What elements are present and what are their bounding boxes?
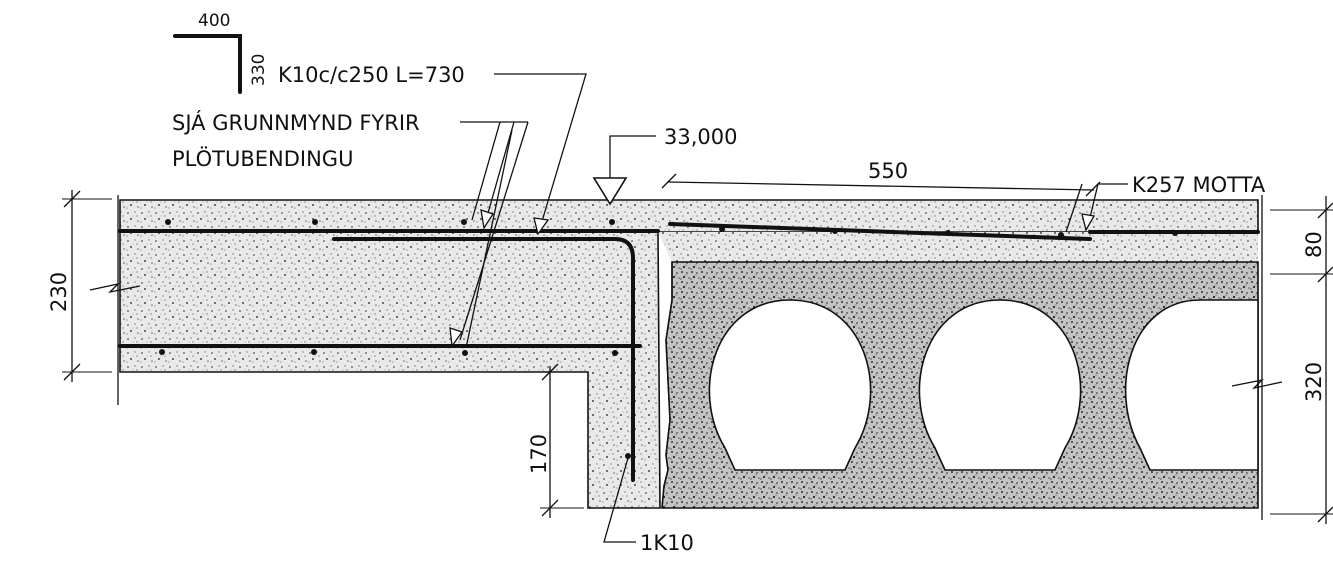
hollowcore-void-2 (918, 299, 1082, 471)
mesh-arrow (1081, 213, 1096, 232)
mesh-leader-2 (1065, 183, 1083, 233)
bend-height-label: 330 (249, 54, 269, 86)
dim-80-label: 80 (1302, 231, 1326, 258)
dim-right-tick-mid (1317, 266, 1333, 283)
see-plan-arrow-bottom (449, 327, 464, 348)
see-plan-arrow-top (480, 209, 494, 230)
level-leader (609, 135, 656, 178)
bend-shape-sketch (173, 34, 242, 94)
bar-1k10-leader (603, 457, 636, 543)
right-break-symbol (1231, 378, 1283, 390)
dim-320-label: 320 (1302, 362, 1326, 402)
mesh-leader-1 (1087, 183, 1128, 227)
joint-line (661, 262, 673, 509)
dim-right-tick-top (1317, 202, 1333, 219)
dim-right-tick-bottom (1317, 506, 1333, 523)
level-label: 33,000 (664, 125, 737, 149)
bar-1k10-label: 1K10 (640, 531, 694, 555)
hollowcore-void-3 (1124, 299, 1259, 471)
see-plan-leader-1 (471, 121, 501, 221)
mesh-k257 (668, 222, 1092, 241)
dim-230-label: 230 (47, 272, 71, 312)
see-plan-leader-3 (459, 121, 529, 341)
dim-550-tick-left (661, 173, 677, 189)
dim-230-tick-bottom (63, 363, 81, 381)
see-plan-label-line2: PLÖTUBENDINGU (172, 146, 353, 171)
bend-width-label: 400 (198, 11, 230, 31)
see-plan-label-line1: SJÁ GRUNNMYND FYRIR (172, 110, 420, 135)
see-plan-leader-2 (485, 121, 515, 221)
mesh-label: K257 MOTTA (1132, 173, 1266, 197)
see-plan-leader-4 (465, 129, 513, 349)
dim-230-tick-top (63, 190, 81, 208)
rebar-k10-label: K10c/c250 L=730 (278, 63, 465, 87)
dim-170-tick-top (541, 363, 559, 381)
rebar-dots (159, 219, 1178, 459)
bent-bar-k10 (332, 237, 635, 482)
dim-170-tick-bottom (541, 499, 559, 517)
hollowcore-void-1 (708, 299, 872, 471)
cast-in-place-slab (119, 199, 1259, 509)
topping-layer (658, 232, 1258, 262)
left-break-symbol (89, 282, 141, 294)
rebar-k10-arrow (533, 217, 550, 236)
rebar-k10-leader (494, 73, 587, 229)
dim-170-label: 170 (527, 434, 551, 474)
dim-550-label: 550 (868, 159, 908, 183)
dim-550-line (667, 181, 1095, 191)
